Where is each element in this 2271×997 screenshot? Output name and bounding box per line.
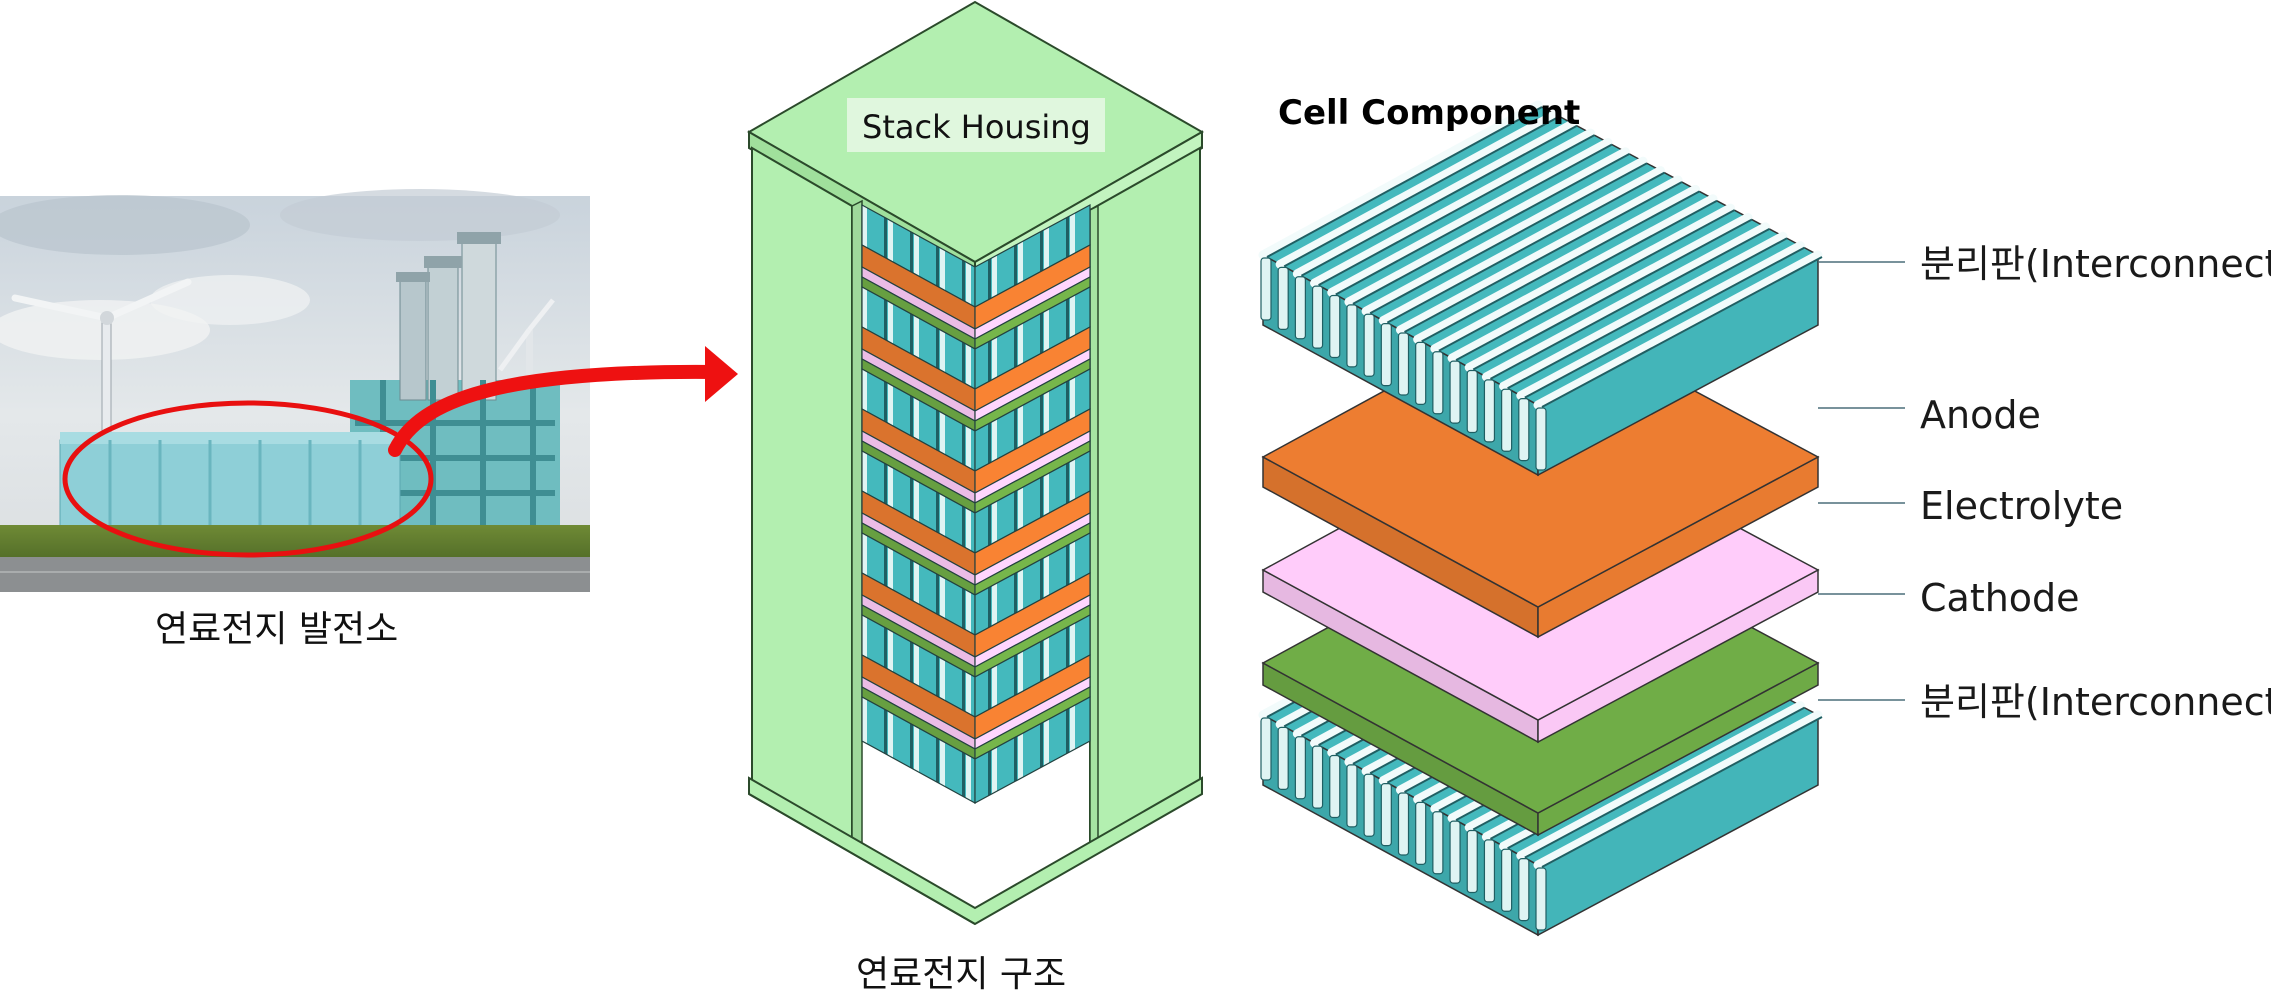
interconnect-bottom-rib-end [1277,726,1289,790]
interconnect-top-rib-highlight [1310,128,1595,288]
interconnect-bottom-rib-end [1329,754,1341,819]
interconnect-top-rib-edge [1524,246,1805,399]
interconnect-top-rib-highlight [1481,222,1770,382]
interconnect-top-rib-highlight [1344,147,1630,307]
interconnect-top-rib-edge [1472,218,1753,371]
interconnect-top-rib-highlight [1464,213,1753,372]
interconnect-top-rib-edge [1489,227,1770,380]
interconnect-bottom-rib-end [1432,811,1444,875]
label-electrolyte: Electrolyte [1920,484,2123,528]
interconnect-bottom-rib-highlight [1533,710,1823,870]
label-anode: Anode [1920,393,2041,437]
power-plant-caption: 연료전지 발전소 [155,609,399,650]
interconnect-top-rib-edge [1335,143,1613,296]
interconnect-top-rib-edge [1318,134,1595,287]
interconnect-bottom-rib-end [1483,839,1496,903]
cell-component-title: Cell Component [1278,93,1580,133]
interconnect-top-rib-edge [1300,124,1578,277]
interconnect-top-rib-end [1260,257,1272,321]
interconnect-bottom-rib-end [1449,820,1461,884]
interconnect-top-rib-highlight [1499,231,1788,391]
fuel-cell-units [59,432,401,529]
interconnect-top-rib-end [1415,341,1427,405]
stack-housing-label-bg [847,98,1105,152]
interconnect-top-rib-highlight [1396,175,1683,335]
red-arrow [388,346,738,457]
interconnect-top-rib-end [1380,323,1392,387]
interconnect-top-rib-end [1277,266,1289,330]
interconnect-top-rib-edge [1386,171,1665,324]
interconnect-top-rib-end [1449,360,1461,424]
interconnect-bottom-rib-end [1501,848,1513,912]
interconnect-bottom-rib-end [1415,801,1427,865]
interconnect-top-rib-highlight [1447,203,1735,363]
interconnect-bottom-rib-end [1346,764,1358,828]
interconnect-bottom-rib-edge [1541,716,1823,868]
interconnect-top-rib-edge [1283,115,1560,268]
highlight-ellipse [62,400,434,558]
interconnect-top-rib-edge [1352,152,1630,305]
interconnect-bottom-rib-end [1363,773,1375,837]
interconnect-top-rib-highlight [1258,100,1543,260]
interconnect-top-rib-end [1432,351,1444,415]
interconnect-bottom-rib-end [1466,829,1478,894]
label-cathode: Cathode [1920,576,2080,620]
interconnect-top-rib-end [1294,276,1306,340]
interconnect-bottom-rib-end [1535,867,1547,931]
stack-layer-teal-right [974,695,1091,805]
interconnect-top-rib-highlight [1361,156,1648,316]
interconnect-top-rib-highlight [1275,109,1560,269]
interconnect-top-rib-end [1535,407,1547,471]
interconnect-top-rib-edge [1507,237,1788,390]
interconnect-top-rib-highlight [1430,194,1718,354]
interconnect-top-rib-end [1346,304,1358,368]
interconnect-top-rib-end [1518,398,1530,462]
interconnect-bottom-rib-end [1397,792,1410,856]
interconnect-bottom-rib-highlight [1516,701,1805,861]
interconnect-top-rib-edge [1438,199,1718,352]
interconnect-bottom-rib-end [1260,717,1272,781]
interconnect-top-rib-end [1329,294,1341,359]
power-plant-photo [0,189,590,592]
stack-structure-caption: 연료전지 구조 [856,954,1067,995]
interconnect-top-rib-end [1311,285,1324,349]
interconnect-top-rib-edge [1455,209,1735,362]
label-interconnect-top: 분리판(Interconnect) [1920,242,2271,286]
layer-labels: 분리판(Interconnect) Anode Electrolyte Cath… [1818,242,2271,724]
interconnect-top-rib-end [1363,313,1375,377]
interconnect-top-rib-edge [1421,190,1700,343]
interconnect-top-rib-edge [1541,256,1823,408]
interconnect-top-rib-edge [1369,162,1648,315]
interconnect-bottom-rib-edge [1524,706,1805,859]
interconnect-top-rib-highlight [1327,138,1613,297]
interconnect-bottom-rib-end [1380,783,1392,847]
stack-housing-label: Stack Housing [862,108,1091,146]
label-interconnect-bottom: 분리판(Interconnect) [1920,680,2271,724]
interconnect-top-rib-edge [1404,181,1683,333]
interconnect-top-rib-highlight [1413,184,1700,344]
interconnect-top-rib-end [1501,388,1513,452]
interconnect-bottom-rib-end [1311,745,1324,809]
interconnect-top-rib-highlight [1292,119,1578,279]
interconnect-top-rib-edge [1266,106,1543,258]
interconnect-bottom-rib-end [1518,858,1530,922]
interconnect-top-rib-end [1483,379,1496,443]
interconnect-top-rib-highlight [1378,166,1665,326]
interconnect-top-rib-highlight [1533,250,1823,410]
cell-component-layers [1258,100,1823,937]
interconnect-top-rib-highlight [1516,241,1805,401]
stack-layers [861,203,1091,805]
interconnect-top-rib-end [1466,369,1478,434]
interconnect-top-rib-end [1397,332,1410,396]
interconnect-bottom-rib-end [1294,736,1306,800]
